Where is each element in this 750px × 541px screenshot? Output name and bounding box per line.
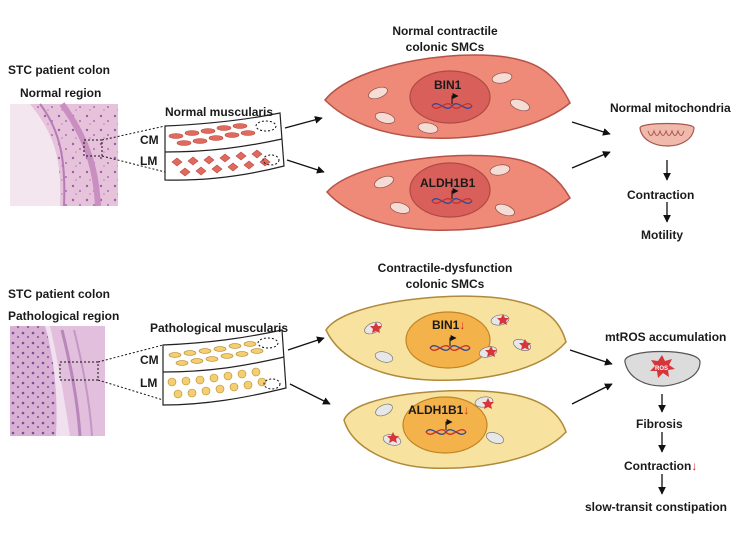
arrow-to-patho-cell-2 xyxy=(289,383,331,405)
patho-gene-bin1: BIN1↓ xyxy=(432,318,465,332)
pathological-region-label: Pathological region xyxy=(8,309,120,323)
patho-gene-aldh1b1-text: ALDH1B1 xyxy=(408,403,464,417)
patho-gene-aldh1b1: ALDH1B1↓ xyxy=(408,403,469,417)
down-arrow-icon: ↓ xyxy=(459,318,466,332)
ros-text: ROS xyxy=(655,366,669,372)
pathological-muscularis-band xyxy=(162,329,287,406)
normal-lm-label: LM xyxy=(140,154,158,168)
fibrosis-label: Fibrosis xyxy=(636,417,683,431)
normal-gene-aldh1b1: ALDH1B1 xyxy=(420,176,476,190)
arrow-to-ros-mito-2 xyxy=(571,383,613,405)
constipation-label: slow-transit constipation xyxy=(585,500,728,514)
pathological-lm-label: LM xyxy=(140,376,158,390)
arrow-to-normal-cell-1 xyxy=(284,116,323,129)
patho-contraction-label: Contraction↓ xyxy=(624,459,697,473)
ros-mitochondrion-icon xyxy=(624,350,701,387)
normal-smc-cell-1 xyxy=(323,54,571,139)
normal-mito-label: Normal mitochondria xyxy=(610,101,731,115)
arrow-to-ros-mito-1 xyxy=(569,349,613,366)
dna-icon xyxy=(431,188,473,204)
pathological-muscularis-label: Pathological muscularis xyxy=(150,321,289,335)
top-panel-title: STC patient colon xyxy=(8,63,110,77)
arrow-to-normal-mito-2 xyxy=(571,151,611,169)
down-arrow-icon: ↓ xyxy=(463,403,470,417)
normal-gene-bin1: BIN1 xyxy=(434,78,462,92)
normal-cell-title-line1: Normal contractile xyxy=(392,24,498,38)
normal-smc-cell-2 xyxy=(325,154,571,231)
patho-gene-bin1-text: BIN1 xyxy=(432,318,460,332)
mtros-label: mtROS accumulation xyxy=(605,330,727,344)
normal-muscularis-band xyxy=(164,112,285,181)
patho-contraction-text: Contraction xyxy=(624,459,692,473)
patho-cell-title-line2: colonic SMCs xyxy=(405,277,485,291)
dna-icon xyxy=(429,335,471,351)
normal-cm-label: CM xyxy=(140,133,159,147)
down-arrow-icon: ↓ xyxy=(691,459,698,473)
pathological-histology-image xyxy=(10,326,164,437)
normal-mitochondrion-icon xyxy=(639,122,695,147)
normal-muscularis-label: Normal muscularis xyxy=(165,105,274,119)
normal-histology-image xyxy=(10,102,166,207)
motility-label: Motility xyxy=(641,228,683,242)
dna-icon xyxy=(431,93,473,109)
patho-cell-title-line1: Contractile-dysfunction xyxy=(377,261,513,275)
pathological-cm-label: CM xyxy=(140,353,159,367)
arrow-to-normal-cell-2 xyxy=(286,159,325,174)
normal-region-label: Normal region xyxy=(20,86,102,100)
dna-icon xyxy=(425,419,467,435)
bottom-panel-title: STC patient colon xyxy=(8,287,110,301)
normal-contraction-label: Contraction xyxy=(627,188,695,202)
arrow-to-normal-mito-1 xyxy=(571,121,611,136)
pathological-smc-cell-2 xyxy=(343,389,567,469)
arrow-to-patho-cell-1 xyxy=(287,336,325,351)
pathological-smc-cell-1 xyxy=(325,295,567,381)
normal-cell-title-line2: colonic SMCs xyxy=(405,40,485,54)
